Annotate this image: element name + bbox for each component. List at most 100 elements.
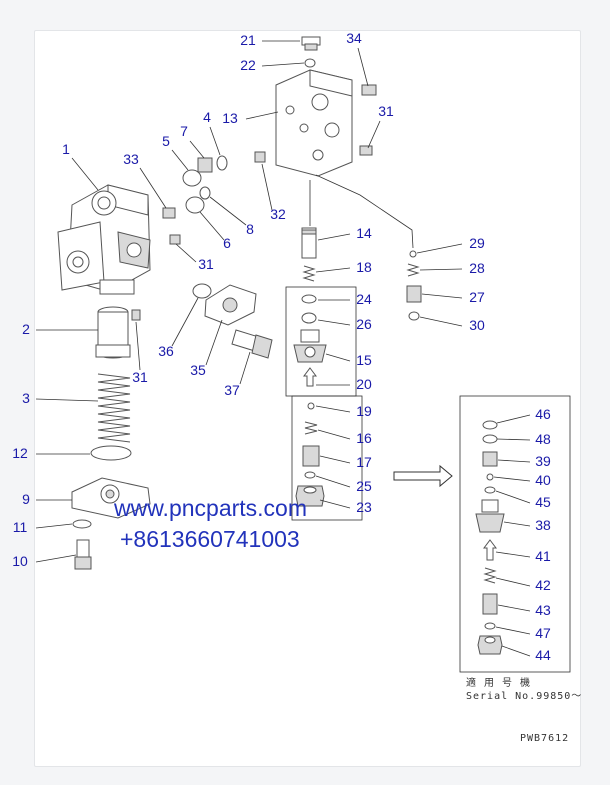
leader-line-30 xyxy=(419,316,463,327)
part-42-spring xyxy=(483,567,497,584)
leader-line-46 xyxy=(496,414,531,424)
callout-30: 30 xyxy=(469,317,485,333)
callout-6: 6 xyxy=(223,235,231,251)
callout-16: 16 xyxy=(356,430,372,446)
part-18-spring xyxy=(302,265,316,282)
callout-27: 27 xyxy=(469,289,485,305)
part-21-cap xyxy=(301,36,321,51)
leader-line-7 xyxy=(189,140,205,159)
callout-8: 8 xyxy=(246,221,254,237)
part-29-ball xyxy=(409,250,417,258)
leader-line-10 xyxy=(35,554,77,563)
callout-2: 2 xyxy=(22,321,30,337)
leader-line-47 xyxy=(495,626,531,635)
callout-11: 11 xyxy=(13,519,28,535)
leader-line-26 xyxy=(317,319,351,326)
callout-39: 39 xyxy=(535,453,551,469)
part-22-o-ring xyxy=(304,58,316,68)
callout-48: 48 xyxy=(535,431,551,447)
callout-9: 9 xyxy=(22,491,30,507)
leader-line-15 xyxy=(325,353,351,362)
part-8-seal xyxy=(199,186,211,200)
drawing-code: PWB7612 xyxy=(520,733,569,744)
watermark-website: www.pncparts.com xyxy=(113,495,307,521)
leader-line-33 xyxy=(139,167,167,209)
part-2-spool xyxy=(95,306,131,359)
leader-line-34 xyxy=(357,47,369,87)
watermark-phone: +8613660741003 xyxy=(120,526,300,552)
part-33-plug xyxy=(162,207,176,219)
part-9-cover xyxy=(71,477,151,519)
callout-44: 44 xyxy=(535,647,551,663)
callout-10: 10 xyxy=(12,553,28,569)
part-39-sleeve xyxy=(482,451,498,467)
leader-line-44 xyxy=(501,645,531,657)
part-38-valve-seat xyxy=(475,499,505,533)
callout-46: 46 xyxy=(535,406,551,422)
part-10-bolt xyxy=(74,539,92,570)
leader-line-6 xyxy=(199,211,225,241)
leader-line-31b xyxy=(135,321,141,371)
leader-line-5 xyxy=(171,149,189,171)
callout-41: 41 xyxy=(535,548,551,564)
part-3-spring xyxy=(97,373,131,443)
callout-19: 19 xyxy=(356,403,372,419)
part-44-nut xyxy=(477,635,503,655)
callout-20: 20 xyxy=(356,376,372,392)
callout-7: 7 xyxy=(180,123,188,139)
callout-18: 18 xyxy=(356,259,372,275)
part-11-washer xyxy=(72,519,92,529)
callout-25: 25 xyxy=(356,478,372,494)
callout-21: 21 xyxy=(240,32,256,48)
callout-14: 14 xyxy=(356,225,372,241)
leader-line-25 xyxy=(315,475,351,488)
callout-43: 43 xyxy=(535,602,551,618)
callout-38: 38 xyxy=(535,517,551,533)
part-12-o-ring xyxy=(90,445,132,461)
callout-labels: 1234567891011121314151617181920212223242… xyxy=(12,30,551,663)
leader-line-8 xyxy=(209,196,247,226)
part-31-screw-b xyxy=(131,309,141,321)
callout-28: 28 xyxy=(469,260,485,276)
part-48-o-ring xyxy=(482,434,498,444)
leader-line-40 xyxy=(493,476,531,482)
leader-line-45 xyxy=(495,490,531,504)
leader-line-23 xyxy=(319,499,351,509)
callout-34: 34 xyxy=(346,30,362,46)
callout-45: 45 xyxy=(535,494,551,510)
leader-line-48 xyxy=(496,438,531,441)
part-drawings xyxy=(57,36,571,673)
part-17-spring-seat xyxy=(302,445,320,467)
applicable-machine-note: 適 用 号 機 xyxy=(466,676,531,689)
callout-13: 13 xyxy=(222,110,238,126)
leader-line-22 xyxy=(261,62,305,67)
callout-35: 35 xyxy=(190,362,206,378)
callout-17: 17 xyxy=(356,454,372,470)
callout-5: 5 xyxy=(162,133,170,149)
callout-29: 29 xyxy=(469,235,485,251)
part-23-nut xyxy=(295,485,325,507)
part-47-ring xyxy=(484,622,496,630)
part-7-plug xyxy=(197,157,213,173)
part-36-o-ring xyxy=(192,283,212,299)
leader-line-18 xyxy=(315,267,351,273)
leader-line-31a xyxy=(175,243,197,263)
callout-31a: 31 xyxy=(198,256,214,272)
callout-23: 23 xyxy=(356,499,372,515)
callout-31b: 31 xyxy=(132,369,148,385)
leader-line-14 xyxy=(317,233,351,241)
leader-line-4 xyxy=(209,126,221,156)
part-37-fitting xyxy=(231,329,273,359)
leader-line-36 xyxy=(171,297,199,347)
bracket-group-main xyxy=(285,286,357,397)
callout-40: 40 xyxy=(535,472,551,488)
bracket-group-lower xyxy=(291,395,363,521)
callout-31c: 31 xyxy=(378,103,394,119)
leader-line-31c xyxy=(367,120,381,149)
callout-36: 36 xyxy=(158,343,174,359)
part-25-ring xyxy=(304,471,316,479)
callout-26: 26 xyxy=(356,316,372,332)
part-5-o-ring xyxy=(182,169,202,187)
serial-variant-box xyxy=(459,395,571,673)
